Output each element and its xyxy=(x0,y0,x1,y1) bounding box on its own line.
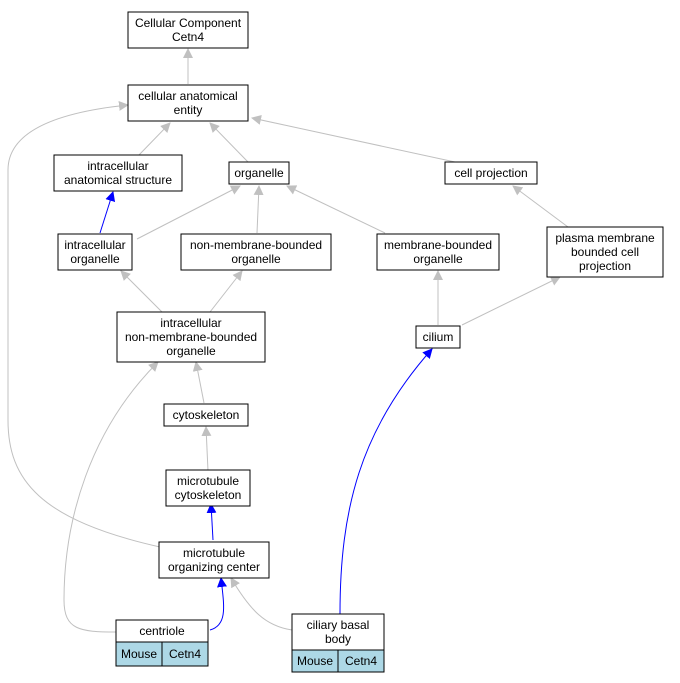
edge-cbb-to-mtoc xyxy=(230,577,293,631)
edge-io-to-organelle xyxy=(136,185,241,240)
annotation-cell-label: Cetn4 xyxy=(169,647,201,661)
node-label-line: membrane-bounded xyxy=(384,238,492,252)
edges-layer xyxy=(7,48,569,633)
annotation-cell-label: Mouse xyxy=(121,647,157,661)
node-label-line: organelle xyxy=(231,252,281,266)
node-box xyxy=(165,469,251,507)
node-label-line: intracellular xyxy=(87,159,148,173)
node-box xyxy=(180,233,332,271)
edge-mtoc-to-cae xyxy=(7,100,161,548)
node-label-line: organizing center xyxy=(168,560,260,574)
node-box xyxy=(53,154,183,192)
node-cell-projection[interactable]: cell projection xyxy=(444,161,538,185)
node-label-line: organelle xyxy=(166,344,216,358)
edge-pmbcp-to-cellproj xyxy=(512,185,569,228)
node-label-line: Cellular Component xyxy=(135,16,242,30)
node-organelle[interactable]: organelle xyxy=(228,161,290,185)
annotation-cell-cetn4[interactable]: Cetn4 xyxy=(161,641,209,667)
node-label-line: non-membrane-bounded xyxy=(190,238,322,252)
annotation-cell-label: Cetn4 xyxy=(345,654,377,668)
node-box xyxy=(415,325,461,349)
edge-cbb-to-cilium xyxy=(339,348,433,615)
node-cilium[interactable]: cilium xyxy=(415,325,461,349)
node-box xyxy=(444,161,538,185)
edge-nmbo-to-organelle xyxy=(253,185,264,234)
node-label-line: intracellular xyxy=(160,316,221,330)
node-label-line: plasma membrane xyxy=(555,231,655,245)
node-label-line: intracellular xyxy=(64,238,125,252)
node-label-line: centriole xyxy=(139,624,185,638)
node-box xyxy=(228,161,290,185)
edge-cilium-to-pmbcp xyxy=(461,276,561,326)
edge-mbo-to-organelle xyxy=(286,185,386,234)
edge-mtoc-to-mtcyto xyxy=(206,503,217,541)
edge-centriole-to-inmbo xyxy=(63,361,159,633)
edge-ias-to-cae xyxy=(137,122,171,157)
node-label-line: organelle xyxy=(234,166,284,180)
edge-organelle-to-cae xyxy=(209,122,249,163)
annotation-cell-box xyxy=(337,649,385,673)
node-label-line: ciliary basal xyxy=(307,618,370,632)
annotation-cell-mouse[interactable]: Mouse xyxy=(115,641,163,667)
node-label-line: cellular anatomical xyxy=(138,89,237,103)
annotation-cell-box xyxy=(161,641,209,667)
node-label-line: Cetn4 xyxy=(172,30,204,44)
node-box xyxy=(546,226,664,278)
edge-centriole-to-mtoc xyxy=(209,577,227,631)
node-label-line: cell projection xyxy=(454,166,527,180)
node-box xyxy=(127,84,249,122)
node-label-line: non-membrane-bounded xyxy=(125,330,257,344)
node-label-line: microtubule xyxy=(177,474,239,488)
edge-cellproj-to-cae xyxy=(251,115,456,163)
node-label-line: cytoskeleton xyxy=(175,488,242,502)
annotation-cell-mouse[interactable]: Mouse xyxy=(291,649,339,673)
node-cytoskeleton[interactable]: cytoskeleton xyxy=(163,403,249,427)
node-label-line: anatomical structure xyxy=(64,173,172,187)
edge-mtcyto-to-cytoskeleton xyxy=(201,426,212,472)
node-box xyxy=(116,311,266,363)
node-label-line: organelle xyxy=(413,252,463,266)
node-label-line: microtubule xyxy=(183,546,245,560)
node-box xyxy=(57,233,133,271)
node-box xyxy=(291,613,385,651)
node-label-line: organelle xyxy=(70,252,120,266)
edge-inmbo-to-io xyxy=(120,270,163,313)
node-label-line: bounded cell xyxy=(571,245,639,259)
edge-inmbo-to-nmbo xyxy=(209,270,243,313)
edge-io-to-ias xyxy=(99,191,116,234)
node-box xyxy=(376,233,500,271)
node-intracellular-non-membrane-bounded-organelle[interactable]: intracellularnon-membrane-boundedorganel… xyxy=(116,311,266,363)
node-label-line: body xyxy=(325,632,351,646)
annotation-cell-cetn4[interactable]: Cetn4 xyxy=(337,649,385,673)
annotation-cell-label: Mouse xyxy=(297,654,333,668)
edge-cytoskeleton-to-inmbo xyxy=(192,361,205,404)
node-label-line: entity xyxy=(174,103,203,117)
node-label-line: projection xyxy=(579,259,631,273)
node-label-line: cytoskeleton xyxy=(173,408,240,422)
node-box xyxy=(163,403,249,427)
node-box xyxy=(158,541,270,579)
node-label-line: cilium xyxy=(423,330,454,344)
node-box xyxy=(127,11,249,49)
